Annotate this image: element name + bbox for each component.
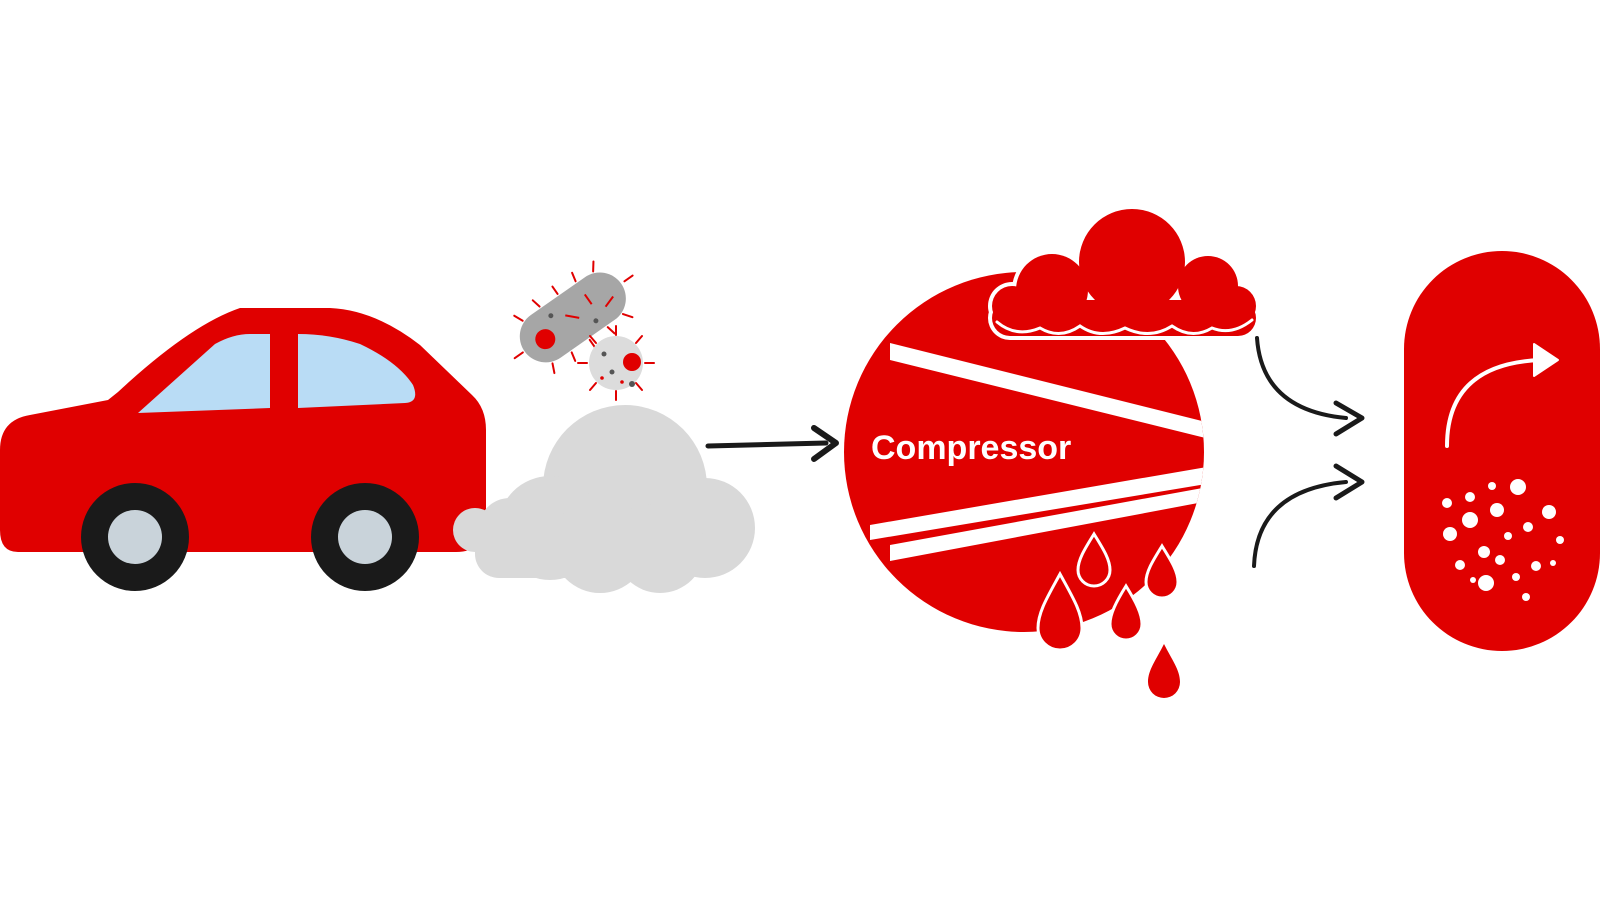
virus-icon: [577, 325, 655, 401]
car-front-window: [138, 334, 270, 413]
water-droplet-icon: [1076, 531, 1112, 588]
front-wheel: [81, 483, 189, 591]
water-droplet-icon: [1148, 644, 1180, 698]
water-droplet-icon: [1108, 583, 1144, 642]
vapor-cloud-icon: [988, 205, 1260, 340]
compressor-label: Compressor: [871, 429, 1071, 467]
curved-arrow-icon: [1255, 336, 1365, 437]
rear-wheel: [311, 483, 419, 591]
exhaust-cloud-icon: [453, 405, 755, 593]
particles-icon: [1442, 479, 1564, 601]
car-icon: [0, 308, 486, 591]
curved-arrow-icon: [1252, 463, 1365, 568]
curved-arrow-icon: [1445, 343, 1559, 448]
water-droplet-icon: [1036, 570, 1084, 652]
water-droplets: [1036, 531, 1180, 698]
output-capsule-icon: [1404, 251, 1600, 651]
flow-arrow-icon: [705, 425, 839, 462]
bacteria-icon: [513, 260, 634, 375]
compressor-icon: Compressor: [844, 272, 1204, 632]
water-droplet-icon: [1144, 543, 1180, 600]
car-rear-window: [298, 334, 416, 408]
